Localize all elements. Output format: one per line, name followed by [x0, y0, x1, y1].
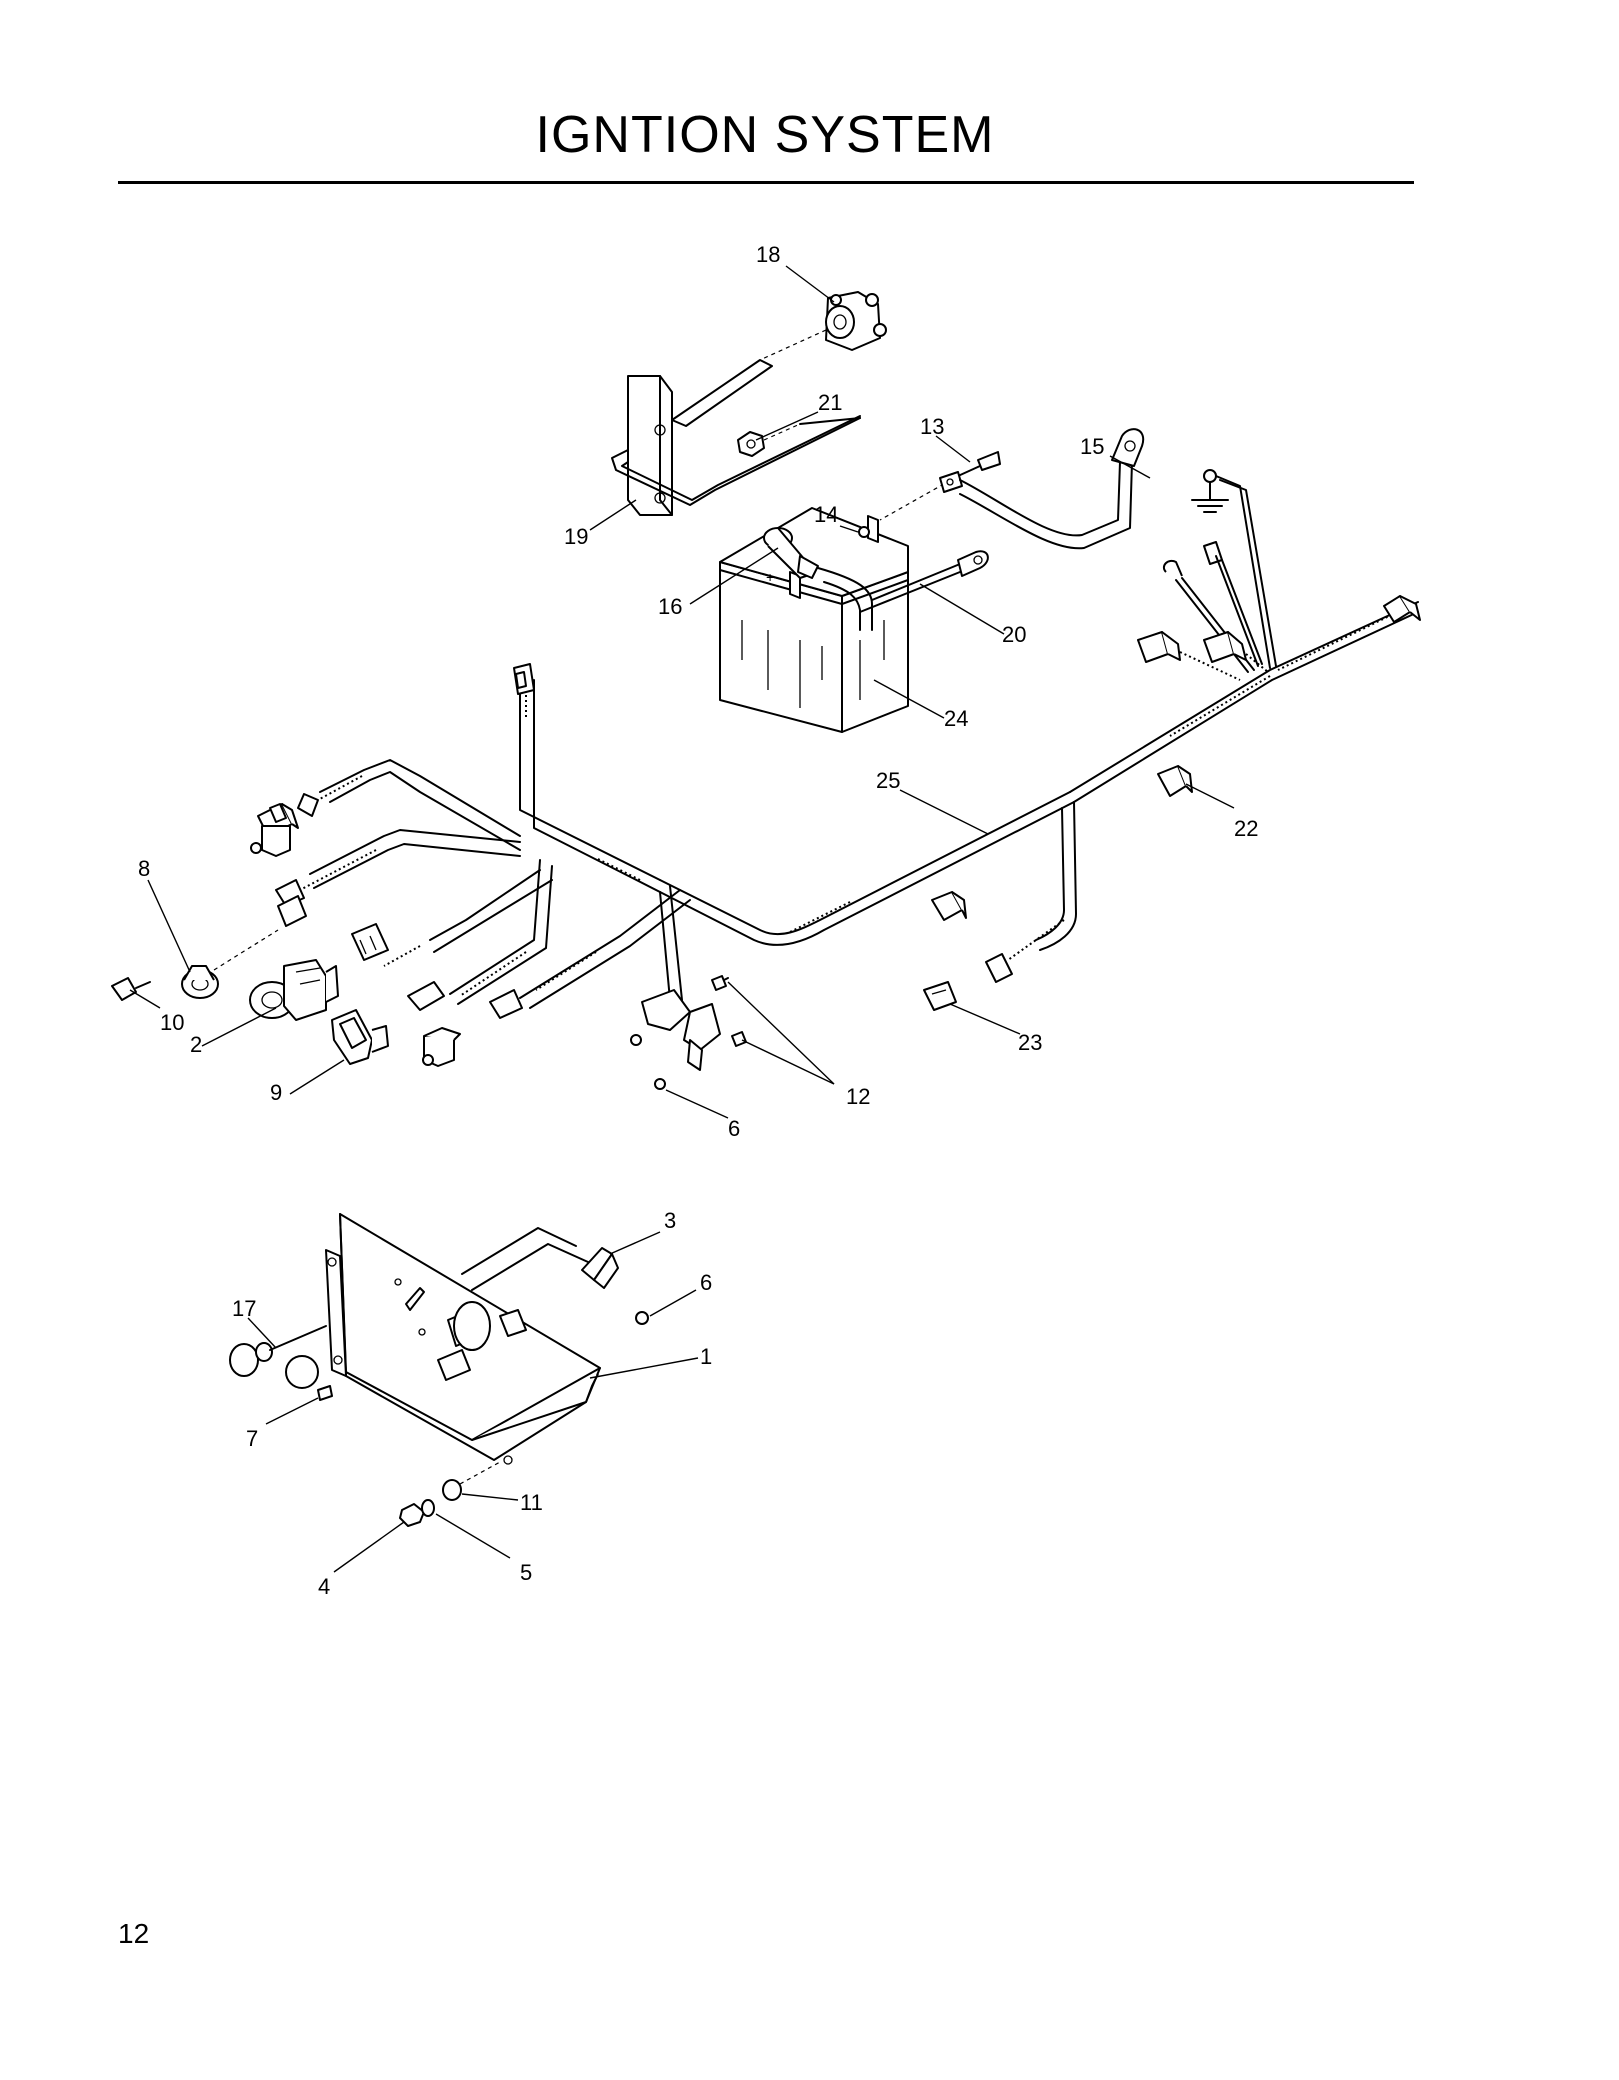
callout-6a: 6 [728, 1116, 740, 1141]
callout-13: 13 [920, 414, 944, 439]
mount-rod [799, 417, 861, 425]
callout-10: 10 [160, 1010, 184, 1035]
callout-17: 17 [232, 1296, 256, 1321]
callout-7: 7 [246, 1426, 258, 1451]
callout-3: 3 [664, 1208, 676, 1233]
connector-to-8 [277, 895, 307, 927]
part-18-solenoid[interactable] [825, 291, 887, 351]
part-8-axis [213, 929, 279, 971]
callout-19: 19 [564, 524, 588, 549]
round-plug [285, 1355, 319, 1389]
callout-14: 14 [814, 502, 838, 527]
page-number: 12 [118, 1918, 150, 1949]
title-rule [118, 181, 1414, 184]
part-19-solenoid-bracket[interactable] [611, 359, 861, 516]
part-5-washer[interactable] [421, 1499, 435, 1517]
part-25-main-harness[interactable] [275, 595, 1421, 1019]
callout-numbers: 18 21 13 15 19 14 16 20 24 25 22 8 10 2 … [138, 242, 1258, 1599]
callout-4: 4 [318, 1574, 330, 1599]
part-6-nut-lower[interactable] [654, 1078, 666, 1090]
ground-wire [1191, 469, 1277, 669]
part-2-ignition-switch[interactable] [249, 959, 339, 1021]
part-24-battery[interactable]: + [719, 507, 909, 733]
callout-21: 21 [818, 390, 842, 415]
leader-lines [129, 265, 1235, 1573]
part-4-nut[interactable] [399, 1503, 425, 1527]
callout-15: 15 [1080, 434, 1104, 459]
part-7-screw[interactable] [317, 1385, 333, 1401]
callout-16: 16 [658, 594, 682, 619]
connector-pair-right [1137, 631, 1269, 681]
callout-12: 12 [846, 1084, 870, 1109]
nut-axis [763, 423, 801, 441]
bolt-13-axis [879, 475, 959, 521]
callout-22: 22 [1234, 816, 1258, 841]
callout-20: 20 [1002, 622, 1026, 647]
page-title: IGNTION SYSTEM [535, 106, 995, 164]
callout-2: 2 [190, 1032, 202, 1057]
callout-23: 23 [1018, 1030, 1042, 1055]
lower-harness-loop [461, 1227, 589, 1291]
part-15-battery-cable[interactable] [939, 428, 1145, 550]
callout-11: 11 [520, 1490, 543, 1515]
callout-8: 8 [138, 856, 150, 881]
relay-upper-left [250, 825, 291, 857]
hardware-axis [459, 1461, 501, 1485]
relay-lower-left [422, 1027, 461, 1067]
part-23-switch[interactable] [923, 981, 957, 1011]
callout-25: 25 [876, 768, 900, 793]
part-17-knob[interactable] [229, 1325, 327, 1377]
part-9-pto-switch[interactable] [331, 1009, 389, 1065]
part-12-clamp-bolts[interactable] [630, 975, 747, 1071]
svg-text:+: + [766, 569, 774, 585]
clip-mid [931, 891, 967, 921]
part-1-dash-panel[interactable] [325, 1213, 601, 1465]
callout-9: 9 [270, 1080, 282, 1105]
callout-6b: 6 [700, 1270, 712, 1295]
callout-24: 24 [944, 706, 968, 731]
part-13-bolt[interactable] [957, 451, 1001, 477]
callout-5: 5 [520, 1560, 532, 1585]
part-14-nut[interactable] [858, 526, 870, 538]
callout-18: 18 [756, 242, 780, 267]
part-6-nut-panel[interactable] [635, 1311, 649, 1325]
callout-1: 1 [700, 1344, 712, 1369]
part-16-terminal-cover[interactable] [763, 527, 819, 579]
part-8-switch-nut[interactable] [181, 965, 219, 999]
part-3-switch[interactable] [581, 1247, 619, 1289]
part-10-key[interactable] [111, 977, 151, 1001]
part-21-nut[interactable] [737, 431, 765, 457]
part-11-washer[interactable] [442, 1479, 462, 1501]
part-20-battery-cable[interactable] [817, 550, 989, 631]
part-22-clip[interactable] [1157, 765, 1193, 797]
solenoid-axis [759, 329, 827, 361]
